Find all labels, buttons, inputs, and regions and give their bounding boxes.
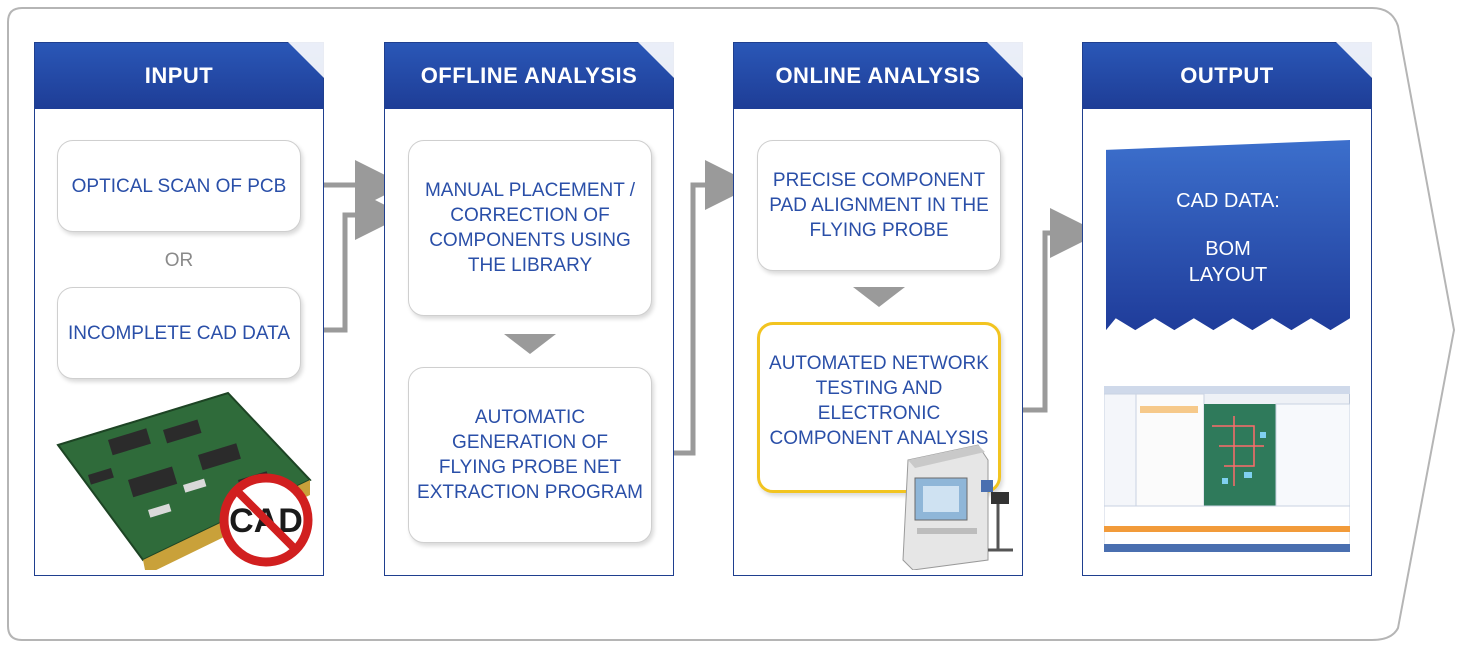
cad-data-label: CAD DATA: xyxy=(1176,190,1280,212)
manual-placement-box: MANUAL PLACEMENT / CORRECTION OF COMPONE… xyxy=(408,140,652,316)
cad-data-output: CAD DATA: BOM LAYOUT xyxy=(1106,140,1350,331)
bom-label: BOM xyxy=(1205,238,1251,260)
column-output-title: OUTPUT xyxy=(1083,43,1371,109)
automated-network-testing-box: AUTOMATED NETWORK TESTING AND ELECTRONIC… xyxy=(757,322,1001,493)
automatic-generation-box: AUTOMATIC GENERATION OF FLYING PROBE NET… xyxy=(408,367,652,543)
or-label: OR xyxy=(164,250,194,271)
down-arrow-offline xyxy=(504,334,556,354)
layout-label: LAYOUT xyxy=(1188,264,1268,286)
no-cad-badge: CAD xyxy=(219,473,313,567)
software-screenshot-image xyxy=(1104,386,1350,552)
optical-scan-box: OPTICAL SCAN OF PCB xyxy=(57,140,301,232)
column-online-title: ONLINE ANALYSIS xyxy=(734,43,1022,109)
connector-network-to-cad xyxy=(1002,208,1100,413)
flying-probe-machine-image xyxy=(902,444,1013,570)
incomplete-cad-box: INCOMPLETE CAD DATA xyxy=(57,287,301,379)
column-input-title: INPUT xyxy=(35,43,323,109)
column-offline-title: OFFLINE ANALYSIS xyxy=(385,43,673,109)
precise-alignment-box: PRECISE COMPONENT PAD ALIGNMENT IN THE F… xyxy=(757,140,1001,271)
down-arrow-online xyxy=(853,287,905,307)
pcb-board-image: CAD xyxy=(56,391,313,570)
